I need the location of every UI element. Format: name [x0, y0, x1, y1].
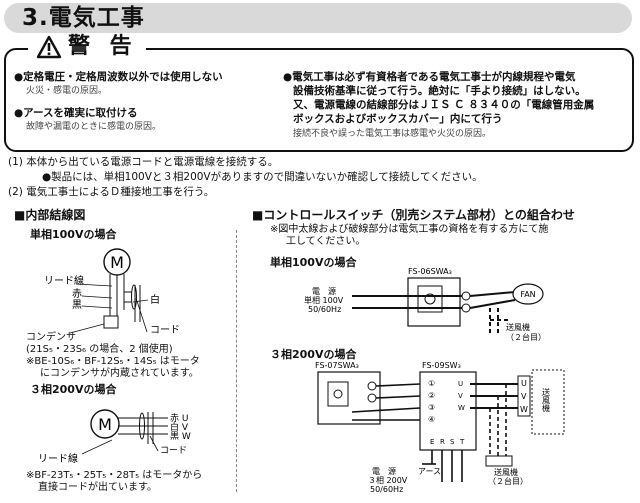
column-divider: [236, 230, 237, 492]
red-wire-label: 赤: [72, 288, 82, 300]
power-label-single-3: 50/60Hz: [308, 305, 341, 314]
instruction-1-note: ●製品には、単相100Vと３相200Vがありますので間違いないか確認して接続して…: [42, 171, 483, 183]
capacitor-note-2: ※BE-10S₆・BF-12S₅・14S₅ はモータ: [26, 356, 200, 367]
section-title: 3.電気工事: [22, 5, 145, 31]
black-w-label: 黒 W: [170, 431, 191, 442]
three-phase-note-2: 直接コードが出ています。: [38, 482, 157, 493]
term-w: W: [458, 404, 465, 412]
internal-wiring-title: ■内部結線図: [14, 208, 86, 222]
blower-second-2: （２台目）: [506, 332, 546, 342]
single-phase-switch-diagram: FS-06SWA₃ FAN 送風機 （２台目） 電 源 単相 100V 50/6…: [304, 267, 546, 342]
instruction-2: (2) 電気工事士によるＤ種接地工事を行う。: [8, 186, 215, 198]
warning-box: [4, 48, 634, 152]
three-phase-switch-diagram: FS-07SWA₃ FS-09SW₃ ① ② ③ ④ U V W U V W 送…: [315, 361, 565, 494]
control-switch-title: ■コントロールスイッチ（別売システム部材）との組合わせ: [252, 208, 575, 222]
lead-wire-label: リード線: [44, 274, 84, 287]
uvw-w: W: [520, 405, 528, 414]
power-label-3p-1: 電 源: [372, 467, 396, 476]
term-num-2: ②: [428, 391, 435, 400]
warning-triangle-icon: [36, 35, 62, 59]
three-phase-wiring-diagram: M 赤 U 白 V 黒 W コード リード線: [38, 409, 191, 465]
black-wire-label: 黒: [72, 299, 82, 311]
section-header-bar: [4, 3, 632, 33]
warning-item-3-line1: ●電気工事は必ず有資格者である電気工事士が内線規程や電気: [283, 71, 576, 83]
three-phase-note-1: ※BF-23T₅・25T₅・28T₅ はモータから: [26, 470, 203, 481]
term-u: U: [458, 380, 463, 388]
warning-item-1: ●定格電圧・定格周波数以外では使用しない: [14, 71, 223, 83]
control-switch-note-1: ※図中太線および破線部分は電気工事の資格を有する方にて施: [270, 224, 549, 235]
switch-model-single: FS-06SWA₃: [408, 267, 452, 276]
blower-second-1: 送風機: [506, 322, 530, 332]
single-phase-title-right: 単相100Vの場合: [270, 256, 357, 269]
switch-model-a: FS-07SWA₃: [315, 361, 359, 370]
cord-label: コード: [150, 325, 180, 336]
blower2-1: 送風機: [494, 467, 518, 477]
instruction-1: (1) 本体から出ている電源コードと電源電線を接続する。: [8, 156, 279, 168]
capacitor-note-1: (21S₅・23S₆ の場合、2 個使用): [26, 344, 173, 355]
white-v-label: 白 V: [170, 421, 189, 433]
three-phase-title-left: ３相200Vの場合: [30, 383, 117, 396]
uvw-u: U: [521, 379, 527, 388]
term-num-3: ③: [428, 403, 435, 412]
red-u-label: 赤 U: [170, 413, 188, 424]
bottom-t: T: [459, 438, 465, 446]
warning-item-1-sub: 火災・感電の原因。: [26, 86, 108, 96]
motor-label-3p: M: [98, 415, 112, 434]
term-num-1: ①: [428, 379, 435, 388]
warning-title: 警 告: [68, 34, 138, 59]
blower2-2: （２台目）: [488, 476, 528, 486]
single-phase-title-left: 単相100Vの場合: [30, 228, 117, 241]
power-label-3p-2: ３相 200V: [368, 475, 408, 485]
power-label-single-1: 電 源: [312, 287, 336, 296]
warning-item-3-line2: 設備技術基準に従って行う。絶対に「手より接続」はしない。: [293, 85, 586, 97]
warning-header: 警 告: [28, 34, 146, 60]
blower-label: 送風機: [542, 387, 551, 413]
capacitor-note-3: にコンデンサが内蔵されています。: [40, 368, 199, 379]
cord-label-3p: コード: [160, 446, 187, 456]
term-v: V: [458, 392, 463, 400]
switch-model-b: FS-09SW₃: [422, 361, 461, 370]
capacitor-label: コンデンサ: [26, 332, 76, 343]
power-label-single-2: 単相 100V: [304, 295, 344, 305]
motor-label: M: [110, 253, 124, 272]
fan-label: FAN: [520, 290, 535, 299]
warning-item-2: ●アースを確実に取付ける: [14, 107, 138, 119]
three-phase-title-right: ３相200Vの場合: [270, 348, 357, 361]
earth-label: アース: [418, 467, 441, 476]
control-switch-note-2: 工してください。: [286, 236, 366, 247]
warning-item-2-sub: 故障や漏電のときに感電の原因。: [26, 122, 162, 132]
bottom-e: E: [430, 438, 434, 446]
warning-item-3-sub: 接続不良や誤った電気工事は感電や火災の原因。: [293, 129, 492, 139]
warning-item-3-line4: ボックスおよびボックスカバー」内にて行う: [293, 113, 503, 125]
bottom-s: S: [450, 438, 455, 446]
uvw-v: V: [521, 392, 527, 401]
warning-item-3-line3: 又、電源電線の結線部分はＪＩＳ Ｃ ８３４０の「電線管用金属: [293, 99, 595, 111]
single-phase-wiring-diagram: M リード線 赤 黒 白 コード: [44, 248, 180, 336]
lead-wire-label-3p: リード線: [38, 452, 78, 465]
white-wire-label: 白: [150, 293, 160, 306]
term-num-4: ④: [428, 415, 435, 424]
bottom-r: R: [440, 438, 445, 446]
power-label-3p-3: 50/60Hz: [370, 485, 403, 494]
